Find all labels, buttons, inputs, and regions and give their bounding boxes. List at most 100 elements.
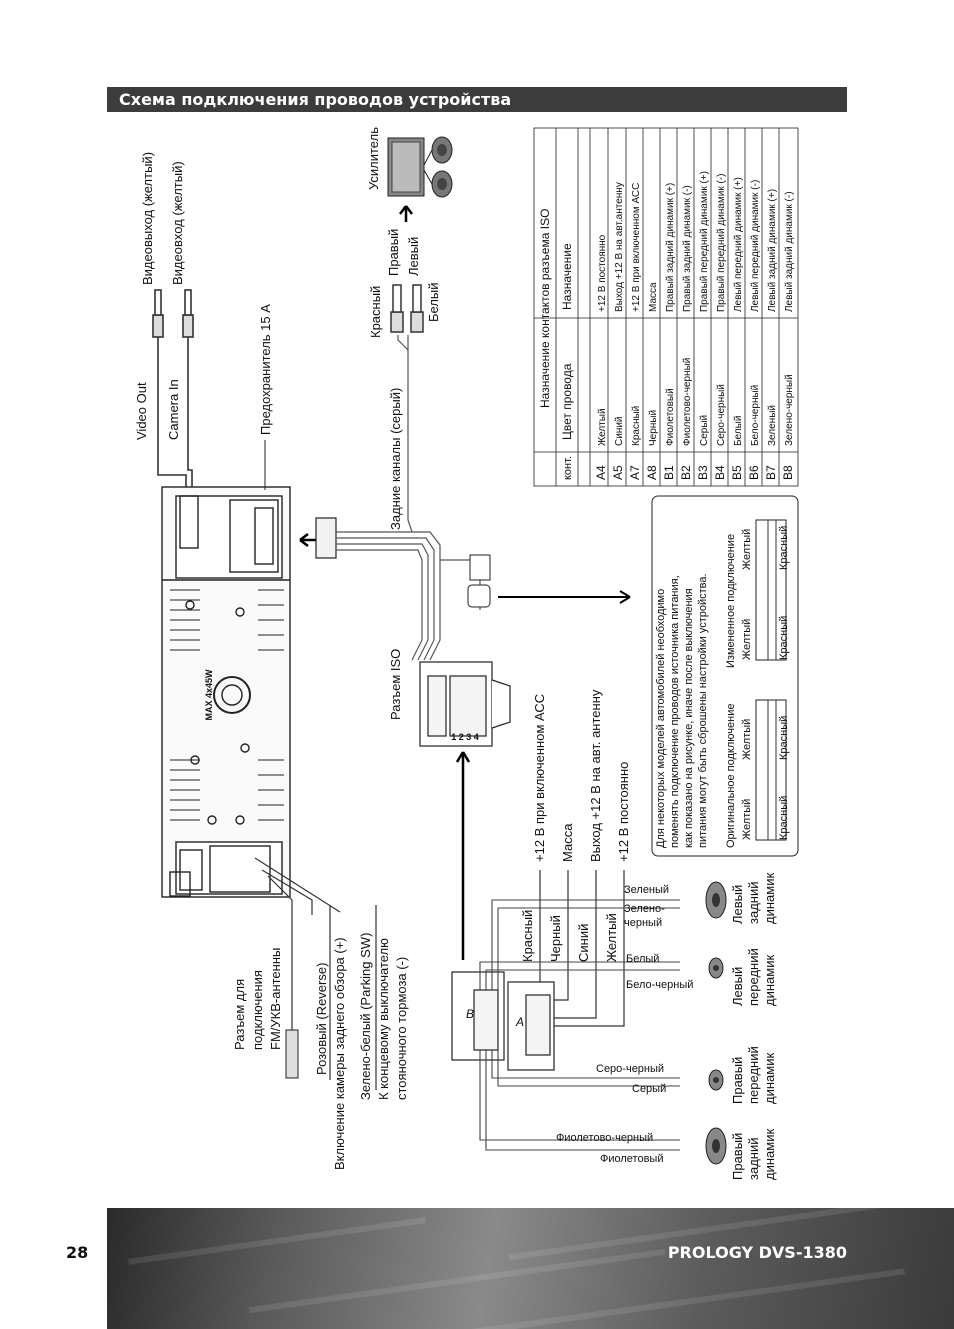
iso-header-pin: конт. xyxy=(562,456,574,480)
speakers-icons xyxy=(705,881,727,1165)
iso-pin-cell: B1 xyxy=(662,465,676,480)
iso-color-cell: Фиолетовый xyxy=(665,388,676,446)
green-label: Зеленый xyxy=(624,884,669,896)
harness-bundle xyxy=(336,335,481,661)
note-modified: Измененное подключение xyxy=(725,534,737,668)
iso-color-cell: Черный xyxy=(648,410,659,446)
note-yellow-1: Желтый xyxy=(741,799,753,840)
violet-black-label: Фиолетово-черный xyxy=(556,1132,653,1144)
speaker-wires xyxy=(479,899,680,1151)
right-front-caption-3: динамик xyxy=(762,1053,777,1104)
left-front-caption-3: динамик xyxy=(762,955,777,1006)
iso-function-cell: Правый задний динамик (+) xyxy=(665,183,676,312)
arrow-up-icon xyxy=(399,205,413,222)
antenna-label-1: Разъем для xyxy=(232,979,247,1050)
note-yellow-4: Желтый xyxy=(741,529,753,570)
arrow-up-iso-icon xyxy=(455,751,471,960)
iso-function-cell: Правый передний динамик (+) xyxy=(699,171,710,312)
note-line-4: питания могут быть сброшены настройки ус… xyxy=(697,573,709,848)
left-rear-speaker-icon xyxy=(705,881,727,919)
right-front-caption-1: Правый xyxy=(730,1057,745,1104)
constant-label: +12 В постоянно xyxy=(616,762,631,862)
antenna-plug xyxy=(285,1029,299,1079)
left-front-speaker-icon xyxy=(708,957,724,979)
inline-connector xyxy=(469,554,491,581)
iso-color-cell: Белый xyxy=(733,416,744,446)
note-line-2: поменять подключение проводов источника … xyxy=(669,575,681,848)
iso-color-cell: Желтый xyxy=(597,408,608,446)
note-box xyxy=(651,495,799,857)
note-line-1: Для некоторых моделей автомобилей необхо… xyxy=(655,589,667,848)
iso-pin-cell: B5 xyxy=(730,465,744,480)
iso-pin-cell: B4 xyxy=(713,465,727,480)
black-wire-label: Черный xyxy=(548,915,563,962)
white-label: Белый xyxy=(626,953,659,965)
brake-label-1: К концевому выключателю xyxy=(376,938,391,1100)
video-in-rca-label: Видеовход (желтый) xyxy=(170,161,185,285)
rear-channels-label: Задние каналы (серый) xyxy=(388,388,403,530)
inline-connector-2 xyxy=(467,584,491,608)
iso-function-cell: Левый задний динамик (+) xyxy=(767,189,778,312)
connector-b-label: B xyxy=(466,1007,474,1021)
note-line-3: как показано на рисунке, иначе после вык… xyxy=(683,588,695,848)
connector-a-label: A xyxy=(515,1015,524,1029)
iso-pin-cell: A5 xyxy=(611,465,625,480)
iso-color-cell: Бело-черный xyxy=(750,385,761,446)
iso-color-cell: Фиолетово-черный xyxy=(682,358,693,446)
white-black-label: Бело-черный xyxy=(626,979,693,991)
footer-band xyxy=(107,1208,954,1329)
ground-label: Масса xyxy=(560,823,575,862)
iso-connector xyxy=(419,661,511,747)
brake-label-2: стояночного тормоза (-) xyxy=(394,957,409,1100)
iso-function-cell: Выход +12 В на авт.антенну xyxy=(614,182,625,312)
pink-wire-label: Розовый (Reverse) xyxy=(314,963,329,1075)
rear-rca xyxy=(390,284,424,333)
antenna-label-3: FM/УКВ-антенны xyxy=(268,948,283,1050)
note-red-1: Красный xyxy=(778,796,790,840)
violet-label: Фиолетовый xyxy=(600,1153,663,1165)
iso-table-title: Назначение контактов разъема ISO xyxy=(538,209,552,408)
left-rear-caption-1: Левый xyxy=(730,885,745,924)
red-wire-label: Красный xyxy=(520,910,535,962)
reverse-cam-label: Включение камеры заднего обзора (+) xyxy=(332,937,347,1170)
iso-function-cell: Левый передний динамик (-) xyxy=(750,180,761,312)
note-yellow-2: Желтый xyxy=(741,719,753,760)
connector-b xyxy=(451,971,505,1061)
right-rear-caption-3: динамик xyxy=(762,1129,777,1180)
iso-pins: 1 2 3 4 xyxy=(451,732,479,742)
right-front-caption-2: передний xyxy=(746,1046,761,1104)
gray-black-label: Серо-черный xyxy=(596,1063,664,1075)
connector-a xyxy=(507,981,555,1071)
iso-header-color: Цвет провода xyxy=(560,363,574,440)
white-rca-label: Белый xyxy=(426,282,441,322)
iso-pin-cell: B8 xyxy=(781,465,795,480)
device-logo: MAX 4x45W xyxy=(204,669,214,721)
iso-connector-label: Разъем ISO xyxy=(388,649,403,720)
right-rear-speaker-icon xyxy=(705,1127,727,1165)
right-rear-caption-2: задний xyxy=(746,1138,761,1180)
iso-pin-cell: A8 xyxy=(645,465,659,480)
note-red-3: Красный xyxy=(778,616,790,660)
arrow-icon xyxy=(299,533,316,547)
iso-function-cell: Левый задний динамик (-) xyxy=(784,191,795,312)
iso-function-cell: +12 В при включенном АСС xyxy=(631,183,642,312)
iso-color-cell: Зелено-черный xyxy=(784,374,795,446)
iso-color-cell: Серый xyxy=(699,415,710,446)
head-unit xyxy=(161,486,291,898)
video-out-rca-label: Видеовыход (желтый) xyxy=(140,152,155,285)
iso-function-cell: Левый передний динамик (+) xyxy=(733,177,744,312)
iso-pin-cell: B7 xyxy=(764,465,778,480)
left-front-caption-2: передний xyxy=(746,948,761,1006)
note-red-2: Красный xyxy=(778,716,790,760)
iso-table xyxy=(533,127,799,487)
gray-label: Серый xyxy=(632,1083,666,1095)
left-rear-caption-2: задний xyxy=(746,882,761,924)
fuse-label: Предохранитель 15 А xyxy=(258,304,273,435)
iso-pin-cell: B3 xyxy=(696,465,710,480)
note-red-4: Красный xyxy=(778,526,790,570)
arrow-right-icon xyxy=(498,590,631,604)
iso-color-cell: Красный xyxy=(631,406,642,446)
red-rca-label: Красный xyxy=(368,286,383,338)
left-label: Левый xyxy=(406,237,421,276)
